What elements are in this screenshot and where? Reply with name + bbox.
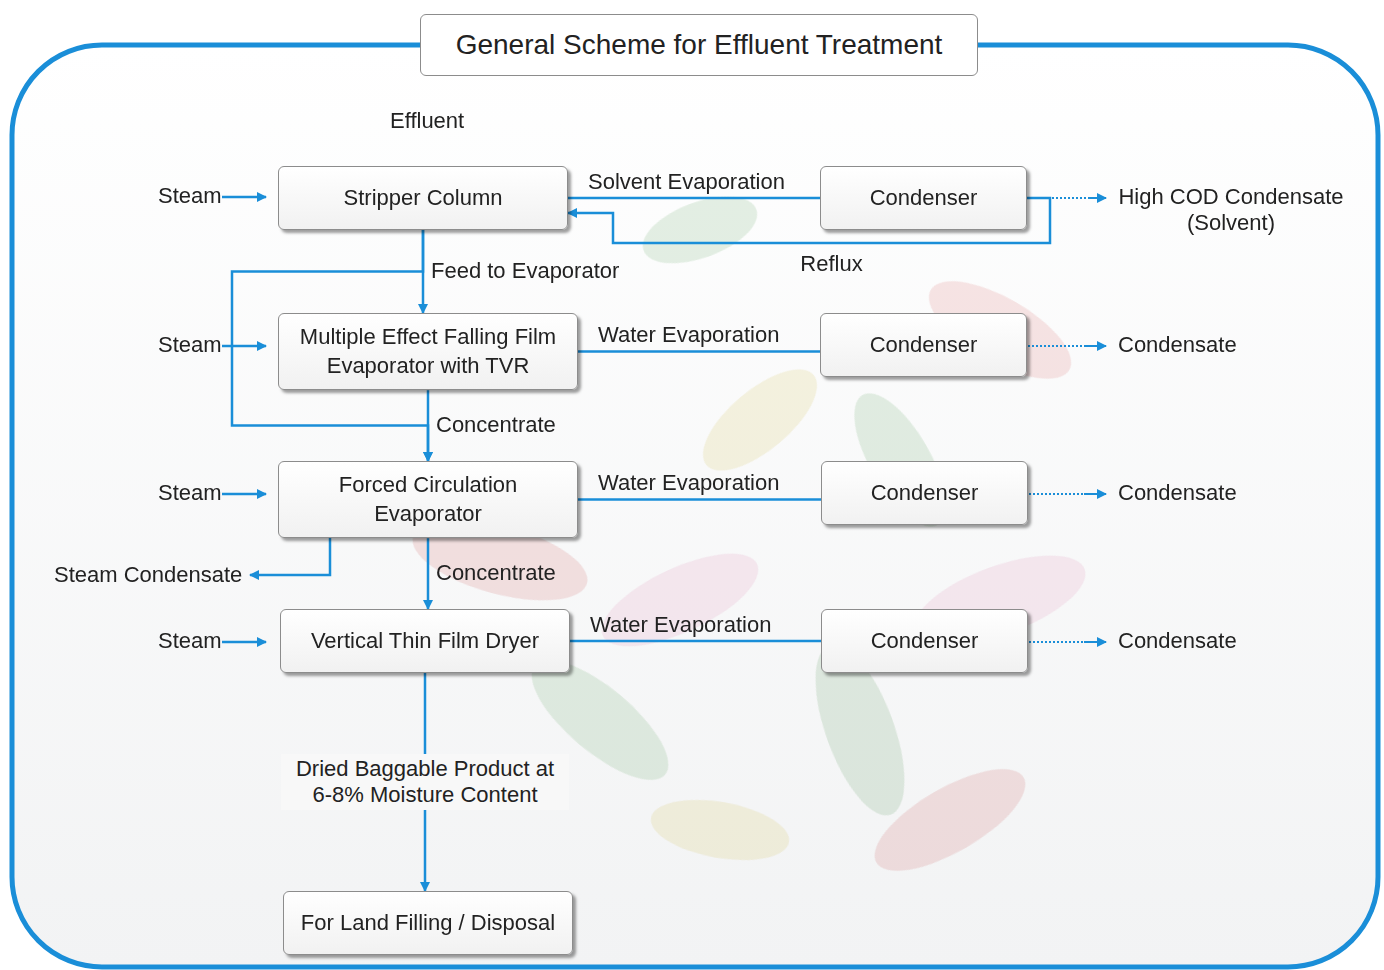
box-label: Condenser <box>863 475 987 512</box>
flow-label: Steam Condensate <box>54 562 242 588</box>
frame <box>12 45 1378 967</box>
box-label: Forced Circulation Evaporator <box>279 467 577 532</box>
flow-label: Condensate <box>1118 480 1237 506</box>
flow-label: Steam <box>158 332 222 358</box>
box-label: For Land Filling / Disposal <box>293 905 563 942</box>
condenser-box: Condenser <box>820 313 1027 377</box>
flow-label: Condensate <box>1118 628 1237 654</box>
edge-label: Water Evaporation <box>598 470 779 496</box>
title-text: General Scheme for Effluent Treatment <box>456 29 943 61</box>
process-box: Multiple Effect Falling Film Evaporator … <box>278 313 578 390</box>
flow-connector <box>568 197 820 200</box>
box-label: Condenser <box>862 180 986 217</box>
edge-label: Water Evaporation <box>598 322 779 348</box>
flow-label: Steam <box>158 628 222 654</box>
condenser-box: Condenser <box>820 166 1027 230</box>
flow-label: Effluent <box>390 108 464 134</box>
edge-label: Solvent Evaporation <box>588 169 785 195</box>
flow-connector <box>427 538 430 609</box>
condenser-box: Condenser <box>821 609 1028 673</box>
process-box: Stripper Column <box>278 166 568 230</box>
process-box: Vertical Thin Film Dryer <box>280 609 570 673</box>
flow-label: Steam <box>158 480 222 506</box>
flow-connector <box>578 498 821 501</box>
box-label: Condenser <box>863 623 987 660</box>
edge-label: Water Evaporation <box>590 612 771 638</box>
edge-label: Concentrate <box>436 560 556 586</box>
disposal-box: For Land Filling / Disposal <box>283 891 573 955</box>
flow-label: Condensate <box>1118 332 1237 358</box>
flow-connector <box>427 390 430 461</box>
condensate-outlets <box>1028 198 1106 642</box>
flow-label: Steam <box>158 183 222 209</box>
box-label: Stripper Column <box>336 180 511 217</box>
edge-label: Reflux <box>800 251 862 277</box>
box-label: Multiple Effect Falling Film Evaporator … <box>279 319 577 384</box>
edge-label: Dried Baggable Product at 6-8% Moisture … <box>281 754 569 811</box>
title-box: General Scheme for Effluent Treatment <box>420 14 978 76</box>
edge-label: Feed to Evaporator <box>431 258 619 284</box>
edge-label: Concentrate <box>436 412 556 438</box>
flow-connector <box>578 350 820 353</box>
condenser-box: Condenser <box>821 461 1028 525</box>
box-label: Condenser <box>862 327 986 364</box>
process-box: Forced Circulation Evaporator <box>278 461 578 538</box>
flow-connector <box>570 640 821 643</box>
flow-label: High COD Condensate (Solvent) <box>1106 184 1356 237</box>
box-label: Vertical Thin Film Dryer <box>303 623 547 660</box>
